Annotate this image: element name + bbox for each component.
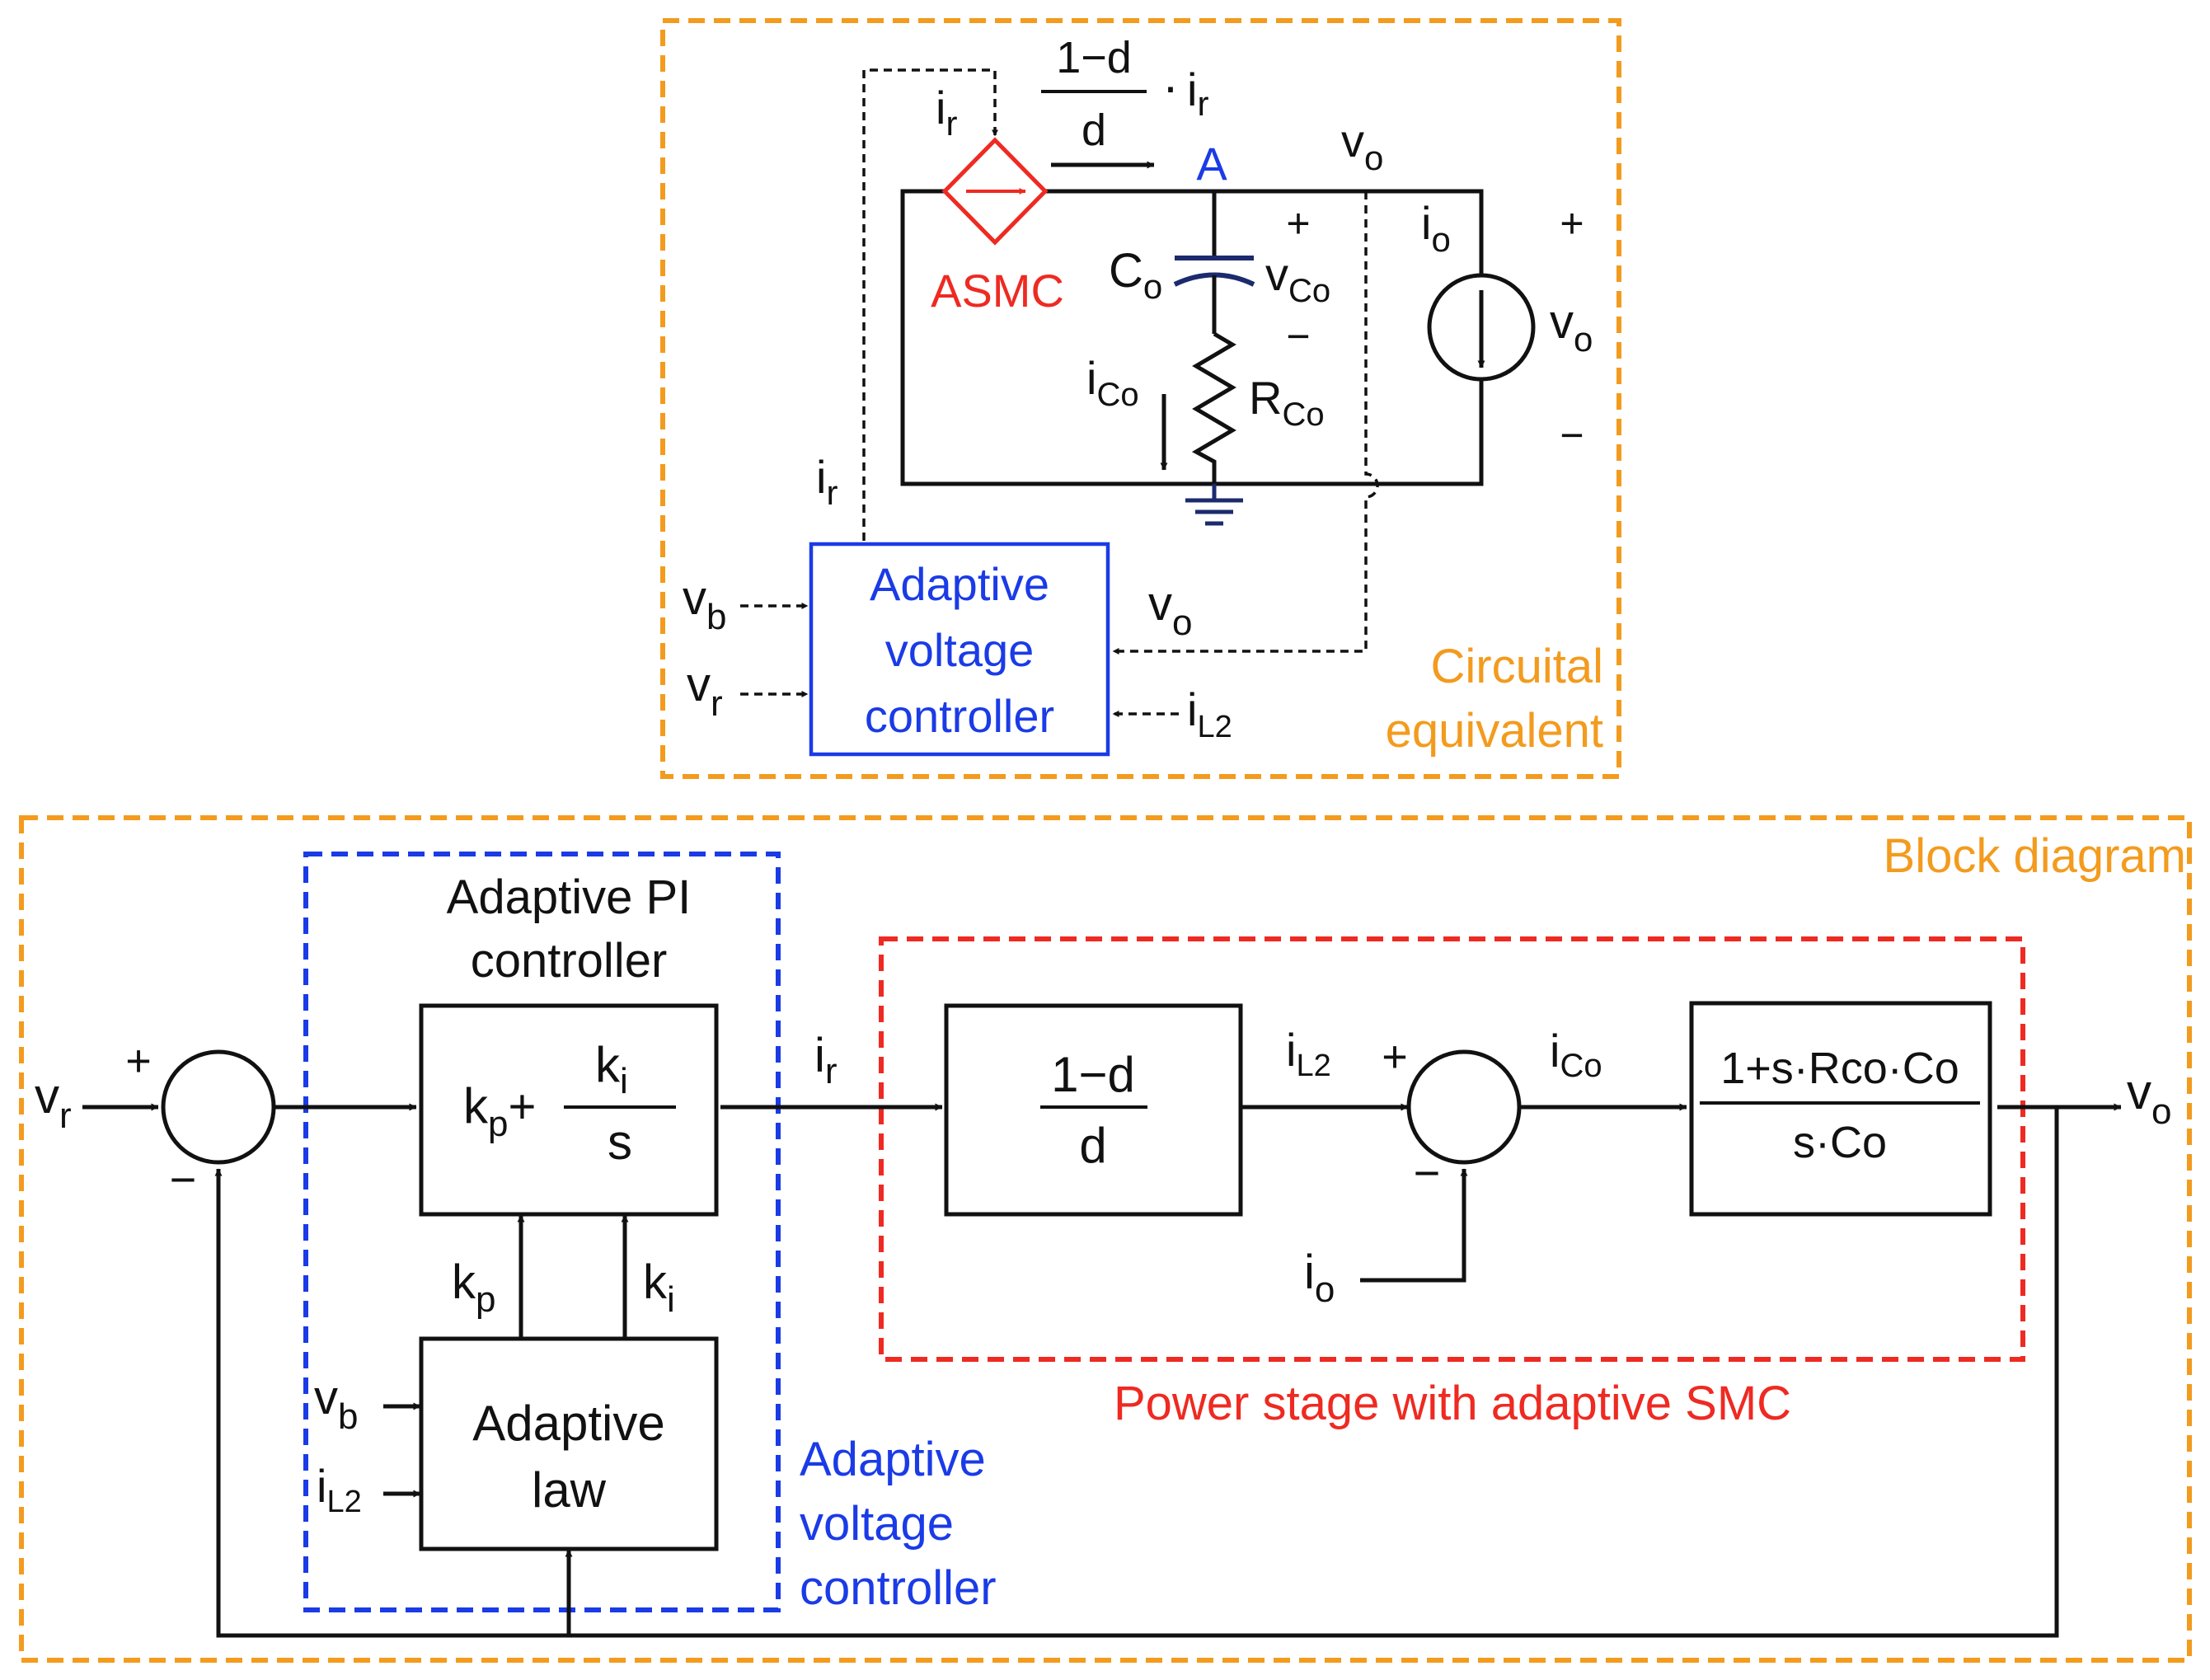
- sum2-minus-sign: −: [1414, 1147, 1441, 1199]
- adaptive-law-line1: Adaptive: [472, 1396, 665, 1451]
- avc-label-line2: voltage: [800, 1497, 954, 1551]
- circuit-controller-line3: controller: [865, 690, 1054, 742]
- block-diagram-frame: [19, 815, 2192, 1663]
- avc-label-line1: Adaptive: [800, 1433, 986, 1486]
- circuit-gain-denominator: d: [1082, 106, 1106, 155]
- output-voltage-label: vo: [1550, 295, 1593, 359]
- sum1-minus-sign: −: [170, 1153, 197, 1205]
- circuit-vo-ctrl-label: vo: [1148, 577, 1192, 643]
- circuit-controller-line2: voltage: [885, 624, 1035, 676]
- circuit-node-a-label: A: [1196, 138, 1227, 190]
- vo-output-label: vo: [2127, 1064, 2171, 1132]
- circuit-ir-top-label: ir: [936, 82, 957, 143]
- power-stage-label: Power stage with adaptive SMC: [1114, 1377, 1791, 1430]
- io-signal-label: io: [1304, 1246, 1335, 1310]
- capacitor-minus-sign: −: [1286, 313, 1310, 359]
- pi-ki-numerator: ki: [595, 1037, 628, 1101]
- circuit-gain-numerator: 1−d: [1056, 33, 1132, 82]
- summing-junction-current: [1406, 1049, 1522, 1165]
- output-plus-sign: +: [1560, 200, 1584, 246]
- io-to-sum2-arrow: [1360, 1168, 1468, 1283]
- capacitor-plate-bottom: [1173, 272, 1255, 287]
- avc-label-line3: controller: [800, 1561, 997, 1615]
- ico-label: iCo: [1086, 352, 1139, 413]
- sum2-plus-sign: +: [1382, 1032, 1408, 1082]
- il2-law-label: iL2: [317, 1460, 362, 1519]
- capacitor-plus-sign: +: [1286, 200, 1310, 246]
- capacitor-label: Co: [1109, 244, 1162, 306]
- io-source-label: io: [1421, 197, 1451, 259]
- pi-title-line2: controller: [471, 934, 668, 988]
- circuit-frame-label-line1: Circuital: [1431, 640, 1604, 693]
- adaptive-law-line2: law: [532, 1462, 607, 1518]
- vb-law-label: vb: [314, 1371, 358, 1437]
- sum1-plus-sign: +: [125, 1036, 152, 1086]
- resistor-label: RCo: [1249, 372, 1325, 433]
- circuit-controller-box: [809, 542, 1110, 757]
- summing-junction-error: [161, 1049, 276, 1165]
- circuit-vr-label: vr: [687, 658, 723, 724]
- adaptive-law-block: [419, 1336, 719, 1551]
- tf-denominator: s·Co: [1793, 1118, 1887, 1167]
- circuit-controller-line1: Adaptive: [870, 558, 1049, 610]
- ground-symbol: [1185, 484, 1243, 526]
- output-feedback-path: [214, 1107, 2059, 1638]
- circuit-ir-side-label: ir: [816, 451, 838, 512]
- vr-label: vr: [35, 1068, 72, 1136]
- power-stage-frame: [879, 936, 2025, 1362]
- ki-label: ki: [643, 1255, 675, 1320]
- tf-numerator: 1+s·Rco·Co: [1720, 1044, 1959, 1093]
- gain-denominator: d: [1079, 1118, 1106, 1173]
- resistor-zigzag: [1191, 331, 1236, 484]
- il2-signal-label: iL2: [1286, 1024, 1331, 1083]
- circuit-gain-dot: ·: [1162, 59, 1179, 114]
- output-minus-sign: −: [1560, 412, 1584, 458]
- asmc-label: ASMC: [931, 265, 1064, 317]
- kp-label: kp: [452, 1255, 495, 1320]
- ico-signal-label: iCo: [1550, 1025, 1602, 1084]
- circuit-frame: [660, 18, 1621, 779]
- circuit-gain-ir: ir: [1187, 63, 1208, 123]
- vo-sense-dashed: [1112, 191, 1379, 655]
- pi-title-line1: Adaptive PI: [447, 871, 692, 924]
- ir-signal-label: ir: [814, 1029, 838, 1091]
- block-diagram-label: Block diagram: [1884, 829, 2186, 883]
- pi-kp-term: kp+: [463, 1078, 536, 1144]
- adaptive-voltage-controller-frame: [303, 852, 781, 1612]
- capacitor-tf-block: [1689, 1001, 1992, 1217]
- gain-numerator: 1−d: [1051, 1047, 1135, 1102]
- duty-gain-block: [944, 1003, 1243, 1217]
- circuit-il2-label: iL2: [1187, 683, 1232, 744]
- circuit-top-wire: [900, 189, 1484, 486]
- capacitor-voltage-label: vCo: [1265, 248, 1330, 309]
- pi-controller-block: [419, 1003, 719, 1217]
- circuit-vb-label: vb: [683, 571, 726, 637]
- circuit-vo-node-label: vo: [1341, 115, 1383, 177]
- circuit-frame-label-line2: equivalent: [1386, 704, 1603, 758]
- ir-feedback-dashed: [862, 68, 998, 541]
- pi-s-denominator: s: [608, 1115, 632, 1170]
